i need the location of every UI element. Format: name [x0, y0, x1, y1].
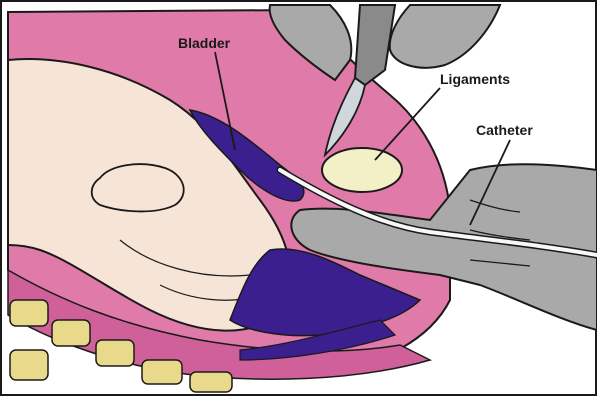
vertebra-3	[96, 340, 134, 366]
catheter-label: Catheter	[476, 122, 533, 138]
vertebra-4	[142, 360, 182, 384]
vertebra-1	[10, 300, 48, 326]
ligaments	[322, 148, 402, 192]
vertebra-2	[52, 320, 90, 346]
vertebra-5	[10, 350, 48, 380]
vertebra-6	[190, 372, 232, 392]
bladder-label: Bladder	[178, 35, 231, 51]
ligaments-label: Ligaments	[440, 71, 510, 87]
